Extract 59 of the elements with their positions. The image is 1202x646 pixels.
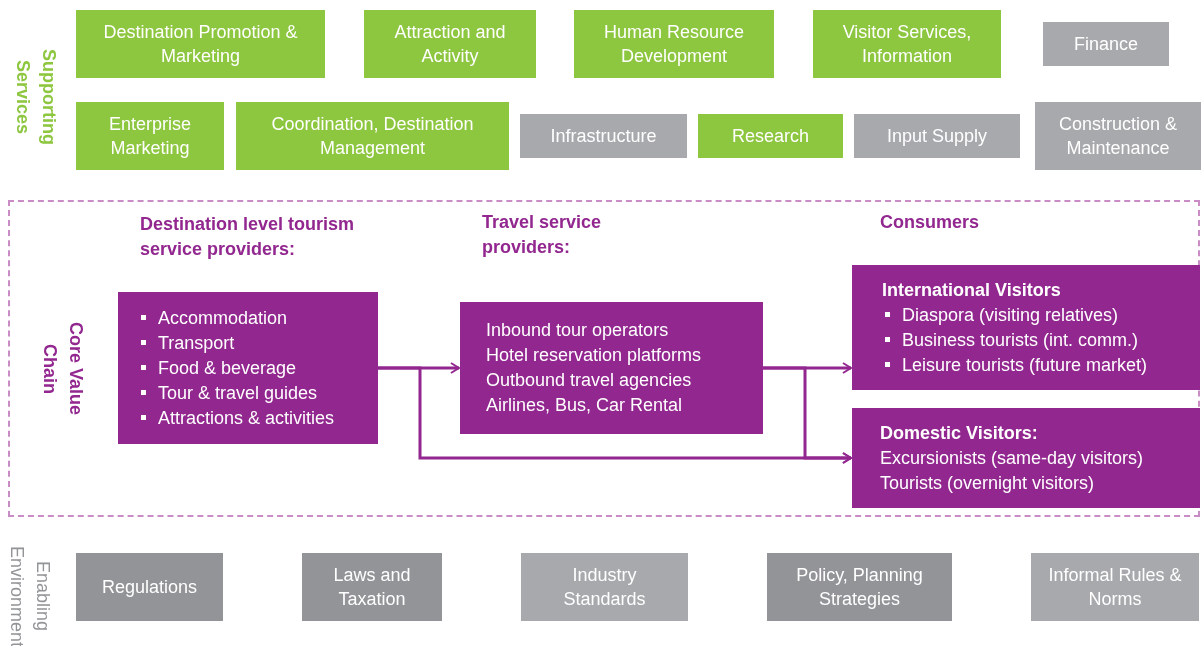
process-box <box>852 408 1200 508</box>
box-text: Research <box>731 125 809 148</box>
box-heading: International Visitors <box>882 278 1062 302</box>
column-heading: Travel service providers: <box>482 211 603 259</box>
bullet-item: Diaspora (visiting relatives) <box>882 302 1190 328</box>
section-label: Core Value Chain <box>39 321 87 418</box>
list-item: Airlines, Bus, Car Rental <box>486 394 684 417</box>
list-item: Hotel reservation platforms <box>486 344 703 367</box>
process-box <box>118 292 378 444</box>
box-text: Destination Promotion & Marketing <box>102 21 299 68</box>
box-text: Policy, Planning Strategies <box>795 564 924 611</box>
service-box <box>302 553 442 621</box>
box-text: Human Resource Development <box>602 21 746 68</box>
service-box <box>1043 22 1169 66</box>
column-heading: Destination level tourism service providers: <box>140 213 356 261</box>
box-text: Infrastructure <box>550 125 657 148</box>
box-text: Coordination, Destination Management <box>270 113 475 160</box>
service-box <box>520 114 687 158</box>
service-box <box>364 10 536 78</box>
service-box <box>76 553 223 621</box>
list-item: Tourists (overnight visitors) <box>880 471 1096 495</box>
process-box <box>852 265 1200 390</box>
bullet-item: Attractions & activities <box>138 405 368 431</box>
service-box <box>236 102 509 170</box>
box-heading: Domestic Visitors: <box>880 421 1039 445</box>
box-text: Attraction and Activity <box>393 21 507 68</box>
service-box <box>76 10 325 78</box>
box-text: Regulations <box>101 576 198 599</box>
service-box <box>698 114 843 158</box>
box-text: Construction & Maintenance <box>1057 113 1179 160</box>
box-text: Finance <box>1073 33 1138 56</box>
section-label: Supporting Services <box>12 48 60 147</box>
service-box <box>76 102 224 170</box>
box-text: Informal Rules & Norms <box>1047 564 1183 611</box>
service-box <box>574 10 774 78</box>
process-box <box>460 302 763 434</box>
bullet-item: Accommodation <box>138 305 368 331</box>
bullet-item: Transport <box>138 330 368 356</box>
arrow <box>763 366 852 464</box>
service-box <box>767 553 952 621</box>
service-box <box>1031 553 1199 621</box>
box-text: Visitor Services, Information <box>841 21 973 68</box>
service-box <box>854 114 1020 158</box>
box-text: Enterprise Marketing <box>107 113 192 160</box>
bullet-item: Leisure tourists (future market) <box>882 352 1190 378</box>
dashed-frame <box>8 200 1200 517</box>
bullet-item: Food & beverage <box>138 355 368 381</box>
bullet-item: Business tourists (int. comm.) <box>882 327 1190 353</box>
service-box <box>521 553 688 621</box>
list-item: Excursionists (same-day visitors) <box>880 446 1145 470</box>
list-item: Outbound travel agencies <box>486 369 693 392</box>
box-text: Industry Standards <box>562 564 647 611</box>
service-box <box>1035 102 1201 170</box>
box-text: Input Supply <box>886 125 988 148</box>
service-box <box>813 10 1001 78</box>
column-heading: Consumers <box>880 211 980 234</box>
bullet-item: Tour & travel guides <box>138 380 368 406</box>
list-item: Inbound tour operators <box>486 319 670 342</box>
box-text: Laws and Taxation <box>332 564 412 611</box>
